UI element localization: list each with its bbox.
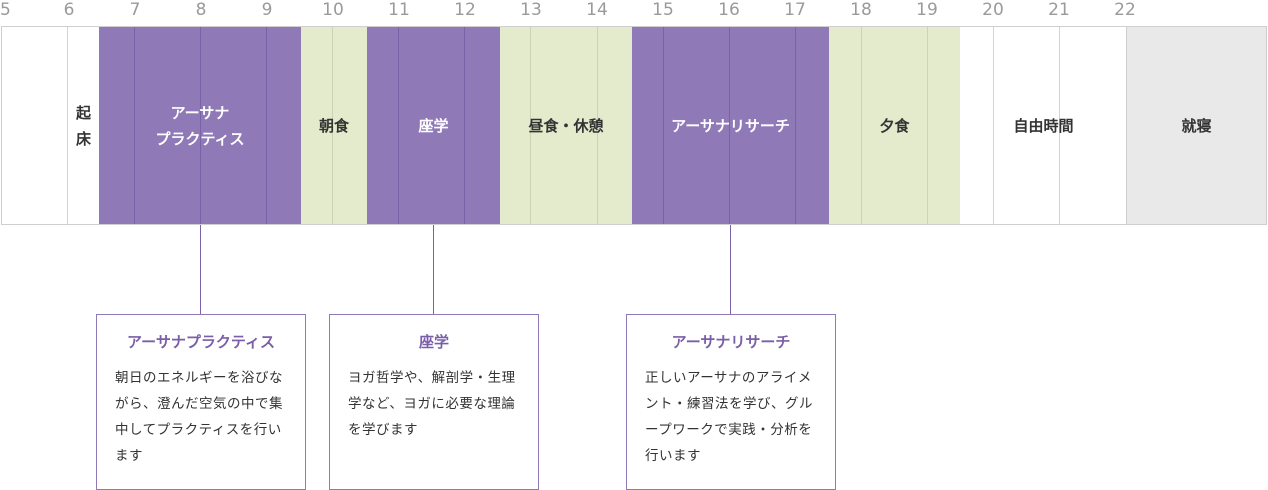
connector-line xyxy=(200,225,201,315)
hour-label: 6 xyxy=(63,0,75,20)
hour-gridline xyxy=(861,27,862,224)
hour-label: 5 xyxy=(0,0,11,20)
hour-gridline xyxy=(200,27,201,224)
hour-label: 17 xyxy=(784,0,806,20)
activity-bedtime: 就寝 xyxy=(1126,27,1266,224)
hour-label: 7 xyxy=(129,0,141,20)
activity-label: 起 床 xyxy=(75,103,91,148)
hour-label: 21 xyxy=(1048,0,1070,20)
activity-label: 昼食・休憩 xyxy=(528,116,604,135)
hour-label: 9 xyxy=(261,0,273,20)
hour-gridline xyxy=(1059,27,1060,224)
card-title: アーサナプラクティス xyxy=(127,333,275,351)
hour-gridline xyxy=(332,27,333,224)
hour-gridline xyxy=(266,27,267,224)
card-description: 正しいアーサナのアライメント・練習法を学び、グループワークで実践・分析を行います xyxy=(645,370,813,464)
activity-free-time: 自由時間 xyxy=(960,27,1127,224)
activity-label: 座学 xyxy=(418,116,449,135)
activity-dinner: 夕食 xyxy=(829,27,960,224)
card-title: 座学 xyxy=(418,333,449,351)
hour-label: 13 xyxy=(520,0,542,20)
hour-gridline xyxy=(530,27,531,224)
activity-lecture: 座学 xyxy=(367,27,500,224)
hour-gridline xyxy=(597,27,598,224)
hour-gridline xyxy=(398,27,399,224)
hour-gridline xyxy=(464,27,465,224)
hour-label: 8 xyxy=(195,0,207,20)
hour-label: 11 xyxy=(388,0,410,20)
hour-label: 16 xyxy=(718,0,740,20)
hour-label: 22 xyxy=(1114,0,1136,20)
card-title: アーサナリサーチ xyxy=(671,333,791,351)
hour-label: 10 xyxy=(322,0,344,20)
activity-label: アーサナ プラクティス xyxy=(155,103,245,148)
hour-gridline xyxy=(927,27,928,224)
detail-card-lecture: 座学 ヨガ哲学や、解剖学・生理学など、ヨガに必要な理論を学びます xyxy=(329,314,539,490)
hour-label: 19 xyxy=(916,0,938,20)
card-description: 朝日のエネルギーを浴びながら、澄んだ空気の中で集中してプラクティスを行います xyxy=(115,370,283,464)
activity-label: 自由時間 xyxy=(1013,116,1074,135)
hour-label: 14 xyxy=(586,0,608,20)
hour-gridline xyxy=(663,27,664,224)
hour-label: 12 xyxy=(454,0,476,20)
connector-line xyxy=(433,225,434,315)
hour-gridline xyxy=(729,27,730,224)
activity-lunch-rest: 昼食・休憩 xyxy=(500,27,632,224)
hour-label: 18 xyxy=(850,0,872,20)
hour-gridline xyxy=(134,27,135,224)
activity-label: アーサナリサーチ xyxy=(671,116,790,135)
hour-gridline xyxy=(795,27,796,224)
detail-card-asana-research: アーサナリサーチ 正しいアーサナのアライメント・練習法を学び、グループワークで実… xyxy=(626,314,836,490)
detail-card-asana-practice: アーサナプラクティス 朝日のエネルギーを浴びながら、澄んだ空気の中で集中してプラ… xyxy=(96,314,306,490)
hour-label: 20 xyxy=(982,0,1004,20)
activity-label: 夕食 xyxy=(879,116,910,135)
activity-label: 朝食 xyxy=(318,116,349,135)
activity-wake: 起 床 xyxy=(68,27,99,224)
activity-breakfast: 朝食 xyxy=(301,27,367,224)
hour-gridline xyxy=(67,27,68,224)
hour-gridline xyxy=(993,27,994,224)
card-description: ヨガ哲学や、解剖学・生理学など、ヨガに必要な理論を学びます xyxy=(348,370,516,438)
activity-asana-research: アーサナリサーチ xyxy=(632,27,829,224)
hour-label: 15 xyxy=(652,0,674,20)
connector-line xyxy=(730,225,731,315)
activity-label: 就寝 xyxy=(1181,116,1212,135)
